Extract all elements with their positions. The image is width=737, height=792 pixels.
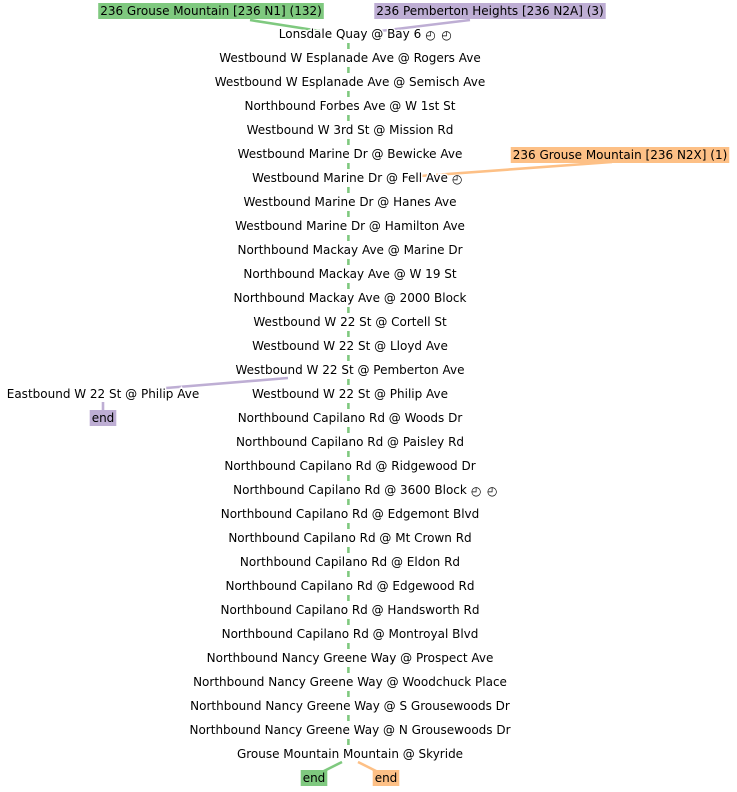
stop-label: Northbound Mackay Ave @ W 19 St	[243, 267, 456, 281]
stop-label: Northbound Capilano Rd @ Mt Crown Rd	[228, 531, 471, 545]
stop-label: Northbound Nancy Greene Way @ Prospect A…	[207, 651, 494, 665]
stop-label: Northbound Mackay Ave @ Marine Dr	[237, 243, 462, 257]
stop-label: Northbound Capilano Rd @ Montroyal Blvd	[222, 627, 479, 641]
stop-label: Westbound Marine Dr @ Hanes Ave	[243, 195, 456, 209]
stop-label: Westbound Marine Dr @ Hamilton Ave	[235, 219, 465, 233]
stop-label: Westbound W 22 St @ Pemberton Ave	[235, 363, 464, 377]
end-marker-n1: end	[303, 771, 326, 785]
stop-label: Lonsdale Quay @ Bay 6	[279, 27, 421, 41]
clock-icon: ◴	[471, 484, 482, 498]
clock-icon: ◴	[425, 28, 436, 42]
stop-label: Northbound Forbes Ave @ W 1st St	[244, 99, 455, 113]
route-label-n1: 236 Grouse Mountain [236 N1] (132)	[100, 4, 322, 18]
stop-label: Northbound Capilano Rd @ Edgewood Rd	[226, 579, 475, 593]
stop-label: Northbound Capilano Rd @ Woods Dr	[238, 411, 463, 425]
stop-label: Westbound W 22 St @ Philip Ave	[252, 387, 448, 401]
stop-label: Northbound Capilano Rd @ Eldon Rd	[240, 555, 460, 569]
end-marker-n2x: end	[375, 771, 398, 785]
route-label-n2a: 236 Pemberton Heights [236 N2A] (3)	[376, 4, 603, 18]
clock-icon: ◴	[487, 484, 498, 498]
stop-label: Westbound W Esplanade Ave @ Rogers Ave	[219, 51, 480, 65]
stop-label: Northbound Capilano Rd @ Ridgewood Dr	[224, 459, 475, 473]
branch-stop-label: Eastbound W 22 St @ Philip Ave	[7, 387, 199, 401]
clock-icon: ◴	[452, 172, 463, 186]
route-branch-n2a	[165, 376, 289, 390]
route-connector-n2a	[379, 18, 471, 33]
route-label-n2x: 236 Grouse Mountain [236 N2X] (1)	[513, 148, 728, 162]
end-marker-n2x-bg	[372, 770, 400, 786]
stop-label: Grouse Mountain Mountain @ Skyride	[237, 747, 463, 761]
stop-label: Westbound W Esplanade Ave @ Semisch Ave	[215, 75, 486, 89]
stop-label: Northbound Nancy Greene Way @ N Grousewo…	[189, 723, 510, 737]
stop-label: Northbound Capilano Rd @ Handsworth Rd	[221, 603, 480, 617]
stop-label: Northbound Capilano Rd @ Paisley Rd	[236, 435, 464, 449]
route-connector-n1	[249, 18, 321, 33]
route-label-n2x-bg	[510, 147, 730, 163]
stop-label: Northbound Mackay Ave @ 2000 Block	[234, 291, 467, 305]
stop-labels: Lonsdale Quay @ Bay 6 Westbound W Esplana…	[5, 26, 512, 763]
stop-label: Northbound Capilano Rd @ Edgemont Blvd	[221, 507, 480, 521]
stop-label: Westbound W 22 St @ Cortell St	[253, 315, 447, 329]
stop-label: Northbound Nancy Greene Way @ Woodchuck …	[193, 675, 507, 689]
stop-label: Northbound Capilano Rd @ 3600 Block	[233, 483, 467, 497]
route-connector-n2x	[419, 160, 613, 178]
stop-label: Westbound Marine Dr @ Bewicke Ave	[238, 147, 463, 161]
stop-label: Westbound W 3rd St @ Mission Rd	[247, 123, 454, 137]
clock-icon: ◴	[441, 28, 452, 42]
stop-label: Westbound W 22 St @ Lloyd Ave	[252, 339, 448, 353]
route-label-n1-bg	[98, 3, 324, 19]
end-marker-n2a-bg	[89, 410, 117, 426]
end-marker-n2a: end	[92, 411, 115, 425]
end-marker-n1-bg	[300, 770, 328, 786]
route-label-n2a-bg	[374, 3, 606, 19]
stop-label: Northbound Nancy Greene Way @ S Grousewo…	[190, 699, 510, 713]
route-lines	[101, 18, 613, 774]
route-labels: 236 Grouse Mountain [236 N1] (132) 236 Pe…	[89, 3, 730, 786]
stop-label: Westbound Marine Dr @ Fell Ave	[252, 171, 448, 185]
